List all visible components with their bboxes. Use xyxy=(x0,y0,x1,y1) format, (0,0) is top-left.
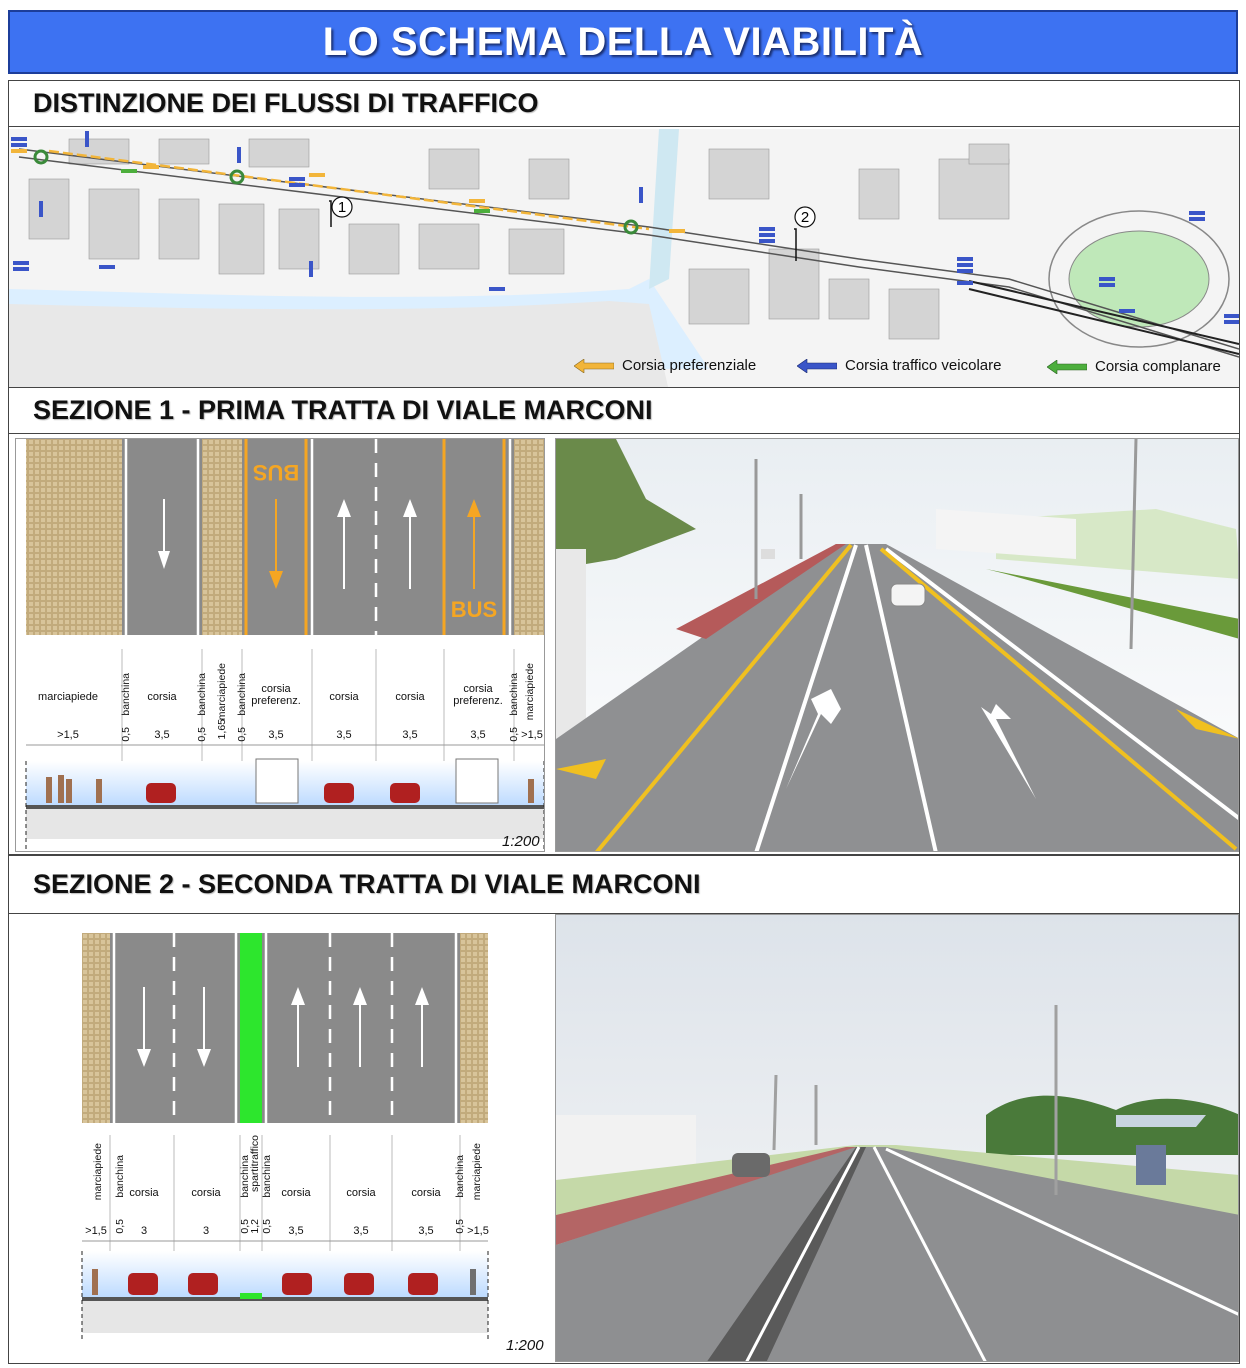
width-value: 3,5 xyxy=(268,729,284,741)
width-value: 1,65 xyxy=(216,719,228,740)
label-spartitraffico: spartitraffico xyxy=(249,1135,261,1192)
width-value: >1,5 xyxy=(85,1225,107,1237)
scale-label: 1:200 xyxy=(506,1337,544,1354)
width-value: 3,5 xyxy=(288,1225,304,1237)
scale-label: 1:200 xyxy=(502,833,540,850)
width-value: 3,5 xyxy=(154,729,170,741)
section-heading: DISTINZIONE DEI FLUSSI DI TRAFFICO xyxy=(9,81,1239,127)
arrow-left-blue-icon xyxy=(797,358,837,373)
legend-vehicular: Corsia traffico veicolare xyxy=(797,357,1001,374)
arrow-left-green-icon xyxy=(1047,359,1087,374)
width-value: 0,5 xyxy=(454,1219,466,1234)
width-value: 3,5 xyxy=(353,1225,369,1237)
legend-complanare: Corsia complanare xyxy=(1047,358,1221,375)
label-corsia: corsia xyxy=(329,691,359,703)
width-value: 3,5 xyxy=(470,729,486,741)
section-heading: SEZIONE 2 - SECONDA TRATTA DI VIALE MARC… xyxy=(9,856,1239,914)
cross-section-1: BUS BUS xyxy=(15,438,545,852)
label-banchina: banchina xyxy=(508,673,520,716)
label-marciapiede: marciapiede xyxy=(471,1143,483,1201)
render-section-1 xyxy=(555,438,1239,852)
bus-marking-top: BUS xyxy=(253,460,299,485)
width-value: 0,5 xyxy=(114,1219,126,1234)
plan-view-1: BUS BUS xyxy=(25,439,544,849)
label-corsia: corsia xyxy=(411,1187,441,1199)
width-value: 0,5 xyxy=(261,1219,273,1234)
traffic-map: 1 2 Corsia preferenziale Corsia traffico… xyxy=(9,129,1239,391)
legend-label: Corsia complanare xyxy=(1095,358,1221,375)
label-corsia: corsia xyxy=(191,1187,221,1199)
label-corsia-preferenziale: corsia preferenz. xyxy=(453,683,503,707)
label-banchina: banchina xyxy=(454,1155,466,1198)
label-corsia-preferenziale: corsia preferenz. xyxy=(251,683,301,707)
section-heading: SEZIONE 1 - PRIMA TRATTA DI VIALE MARCON… xyxy=(9,388,1239,434)
title-bar: LO SCHEMA DELLA VIABILITÀ xyxy=(8,10,1238,74)
label-banchina: banchina xyxy=(196,673,208,716)
width-value: >1,5 xyxy=(521,729,543,741)
width-value: >1,5 xyxy=(467,1225,489,1237)
bus-marking-bottom: BUS xyxy=(451,597,497,622)
arrow-left-yellow-icon xyxy=(574,358,614,373)
width-value: 1,2 xyxy=(249,1219,261,1234)
label-corsia: corsia xyxy=(281,1187,311,1199)
width-value: 0,5 xyxy=(120,727,132,742)
label-corsia: corsia xyxy=(147,691,177,703)
render-image-1 xyxy=(556,439,1238,851)
render-image-2 xyxy=(556,915,1238,1361)
width-value: 0,5 xyxy=(508,727,520,742)
plan-view-2 xyxy=(81,933,489,1341)
section-2: SEZIONE 2 - SECONDA TRATTA DI VIALE MARC… xyxy=(8,855,1240,1364)
legend-label: Corsia traffico veicolare xyxy=(845,357,1002,374)
cross-section-2: marciapiede banchina corsia corsia banch… xyxy=(15,920,555,1360)
width-value: 3,5 xyxy=(402,729,418,741)
width-value: 0,5 xyxy=(236,727,248,742)
traffic-map-drawing: 1 2 xyxy=(9,129,1239,391)
label-banchina: banchina xyxy=(114,1155,126,1198)
label-corsia: corsia xyxy=(129,1187,159,1199)
section-1: SEZIONE 1 - PRIMA TRATTA DI VIALE MARCON… xyxy=(8,387,1240,855)
label-marciapiede: marciapiede xyxy=(92,1143,104,1201)
legend-preferential: Corsia preferenziale xyxy=(574,357,756,374)
label-banchina: banchina xyxy=(120,673,132,716)
label-marciapiede: marciapiede xyxy=(216,663,228,721)
width-value: 3,5 xyxy=(336,729,352,741)
label-banchina: banchina xyxy=(261,1155,273,1198)
width-value: 3,5 xyxy=(418,1225,434,1237)
section-traffic-flows: DISTINZIONE DEI FLUSSI DI TRAFFICO xyxy=(8,80,1240,391)
width-value: 3 xyxy=(202,1225,210,1237)
legend-label: Corsia preferenziale xyxy=(622,357,757,374)
render-section-2 xyxy=(555,914,1239,1362)
marker-1: 1 xyxy=(338,199,346,216)
label-marciapiede: marciapiede xyxy=(38,691,98,703)
width-value: 0,5 xyxy=(196,727,208,742)
marker-2: 2 xyxy=(801,209,809,226)
label-corsia: corsia xyxy=(395,691,425,703)
width-value: 3 xyxy=(140,1225,148,1237)
label-corsia: corsia xyxy=(346,1187,376,1199)
width-value: >1,5 xyxy=(57,729,79,741)
page-title: LO SCHEMA DELLA VIABILITÀ xyxy=(322,19,924,64)
label-marciapiede: marciapiede xyxy=(524,663,536,721)
